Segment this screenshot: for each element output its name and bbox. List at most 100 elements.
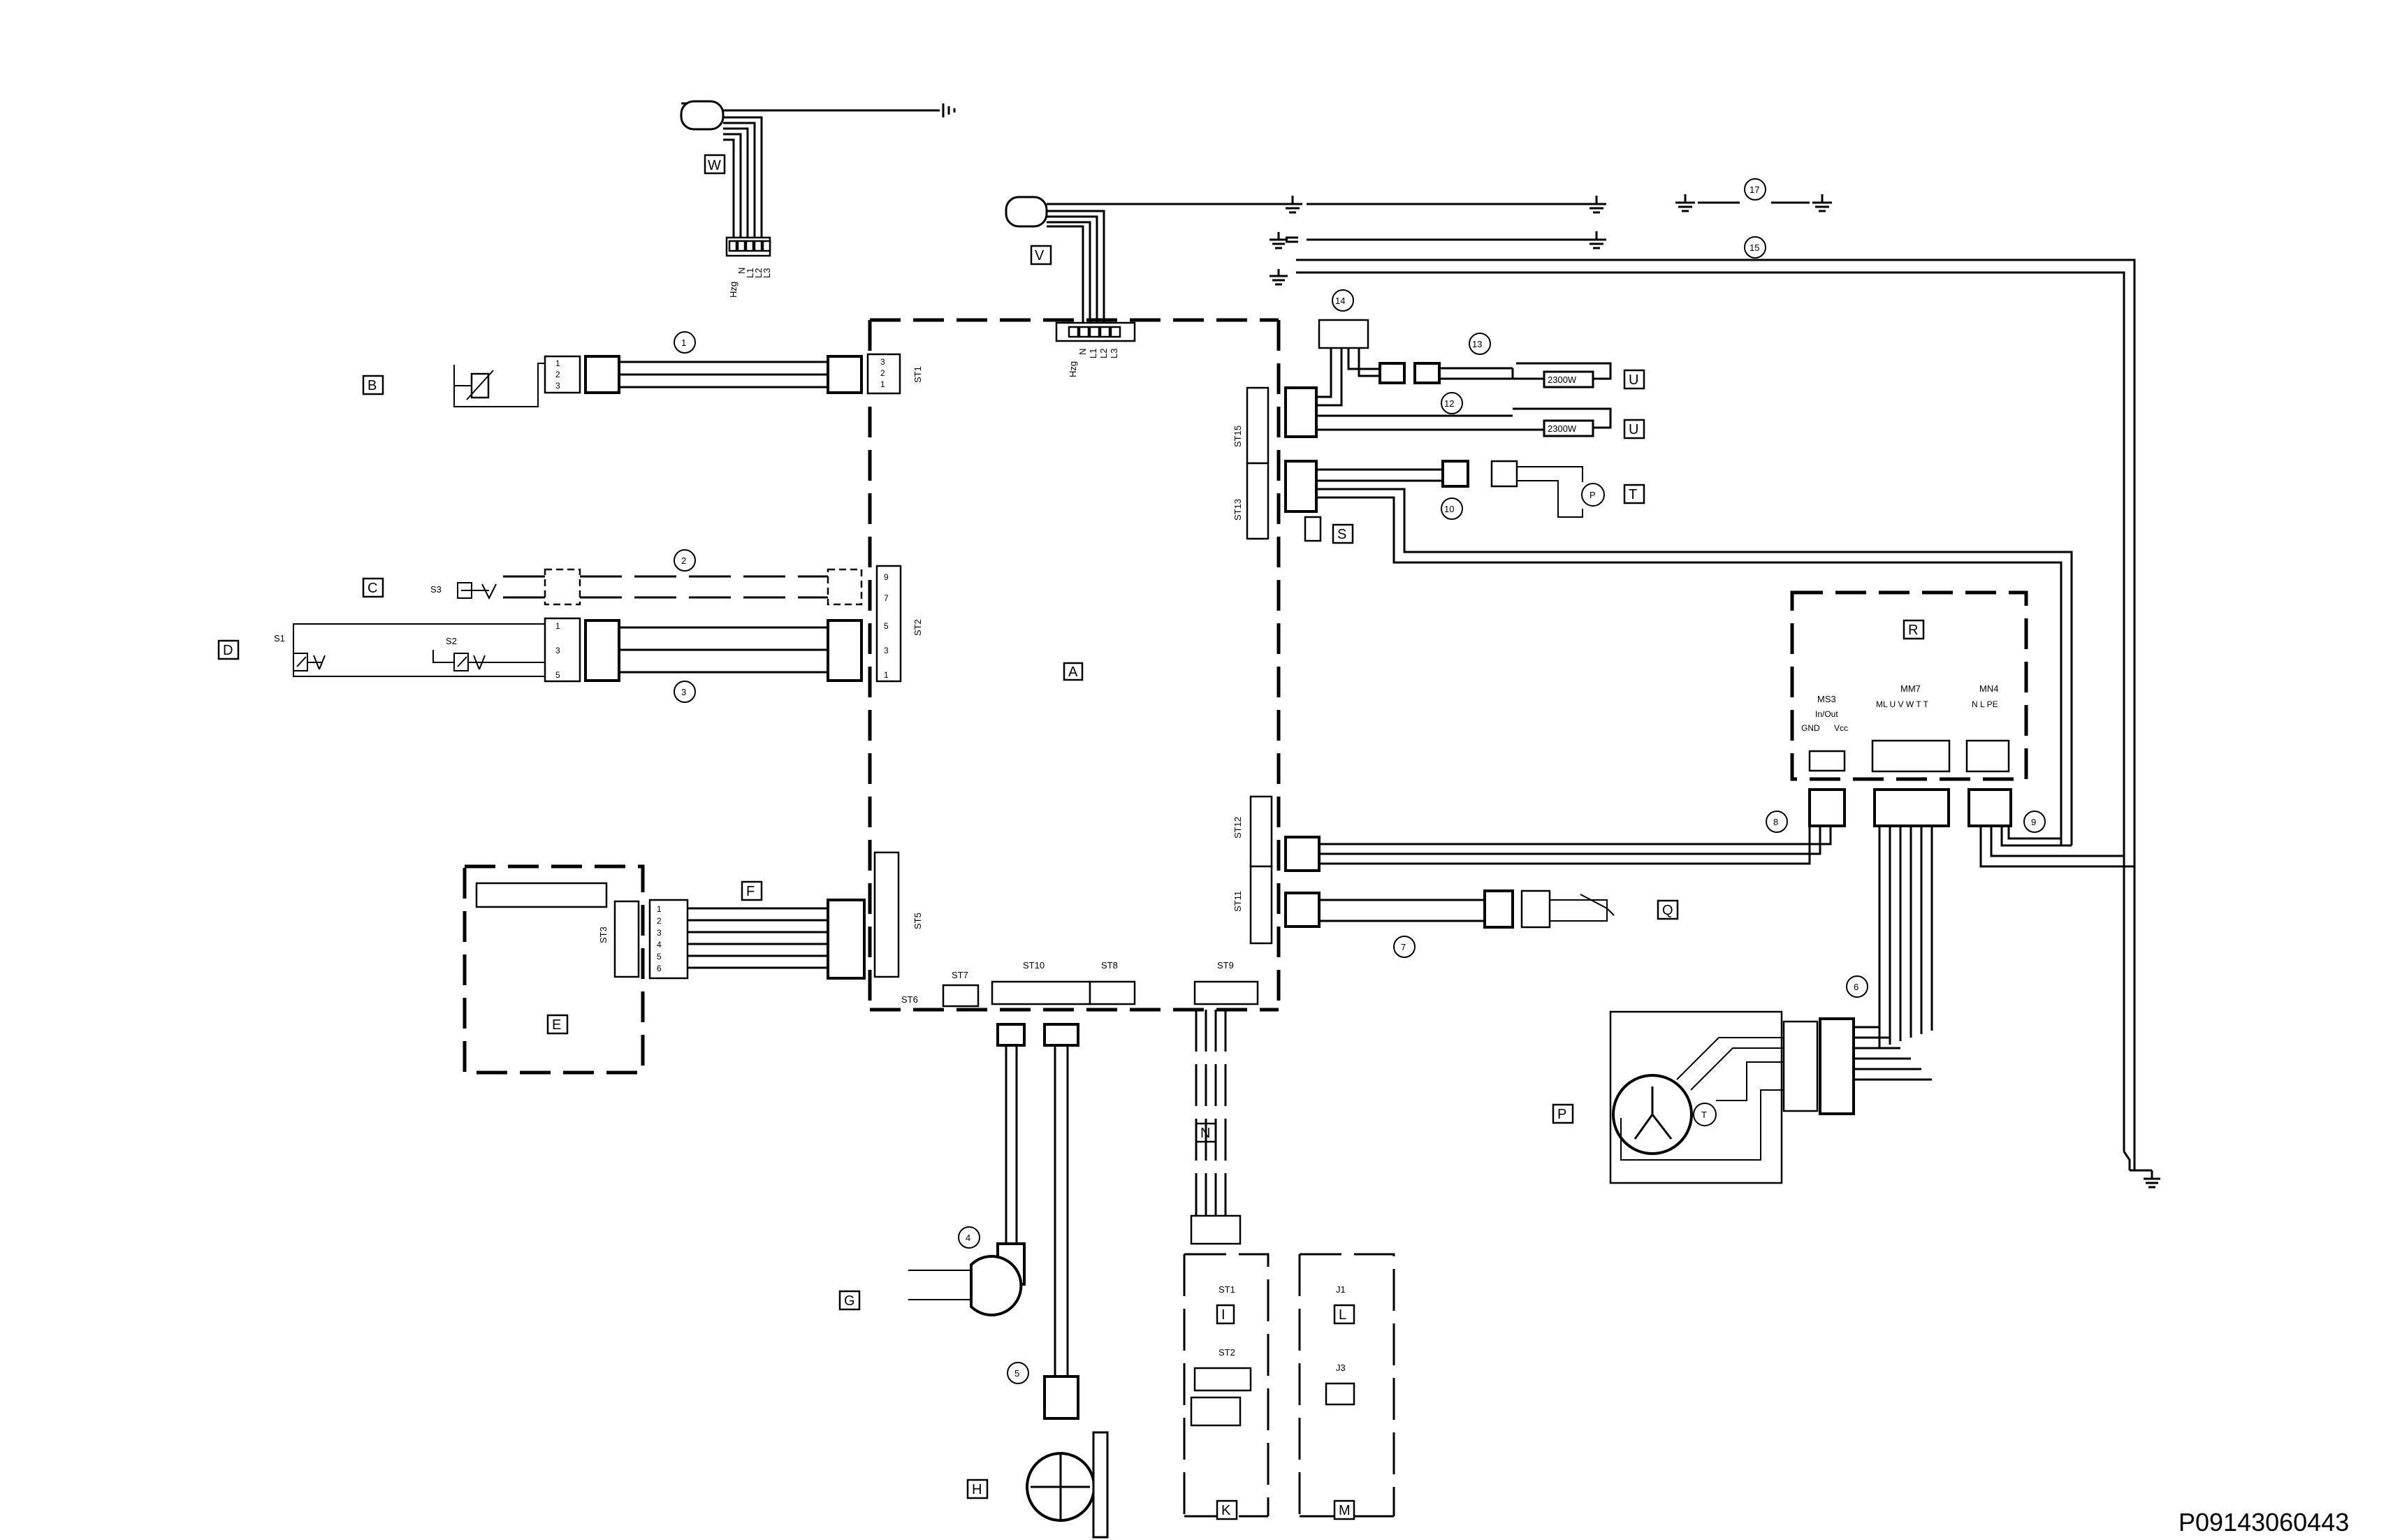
cable-9: 9 xyxy=(2031,817,2036,827)
svg-text:ST9: ST9 xyxy=(1217,960,1234,971)
label-f: F xyxy=(746,884,755,899)
svg-text:5: 5 xyxy=(657,952,662,961)
cable-4: 4 xyxy=(966,1233,970,1243)
boards-i-k-l-m: N ST1 I ST2 K J1 L J3 M xyxy=(1183,1010,1395,1520)
svg-text:L3: L3 xyxy=(762,268,772,278)
svg-text:6: 6 xyxy=(657,964,662,973)
svg-text:5: 5 xyxy=(555,670,560,680)
label-q: Q xyxy=(1662,903,1673,918)
svg-text:GND: GND xyxy=(1801,723,1820,733)
svg-text:Vcc: Vcc xyxy=(1834,723,1848,733)
label-d: D xyxy=(223,643,233,658)
label-w: W xyxy=(708,158,721,173)
svg-text:ST7: ST7 xyxy=(952,970,968,980)
label-u-1: U xyxy=(1629,372,1638,388)
svg-text:Hzg: Hzg xyxy=(1068,361,1078,377)
svg-text:ST13: ST13 xyxy=(1232,499,1243,521)
cable-7: 7 xyxy=(1401,942,1406,952)
label-u-2: U xyxy=(1629,422,1638,437)
label-a: A xyxy=(1068,664,1078,680)
cable-13: 13 xyxy=(1472,339,1482,349)
label-c: C xyxy=(368,581,377,596)
terminal-labels-w: Hzg N L1 L2 L3 xyxy=(728,268,772,298)
label-l: L xyxy=(1339,1307,1346,1323)
motor-controller-r: R MS3 In/Out GND Vcc MM7 ML U V W T T MN… xyxy=(1766,590,2134,868)
drawing-code: P09143060443 xyxy=(2178,1508,2349,1537)
svg-text:ST15: ST15 xyxy=(1232,426,1243,447)
label-box-a xyxy=(1063,662,1084,681)
svg-text:L1: L1 xyxy=(1088,349,1098,358)
svg-text:2: 2 xyxy=(555,370,560,379)
svg-text:P: P xyxy=(1590,490,1596,500)
svg-text:L2: L2 xyxy=(753,268,764,278)
svg-text:J1: J1 xyxy=(1336,1284,1346,1295)
label-s: S xyxy=(1337,527,1346,542)
label-m: M xyxy=(1339,1503,1351,1518)
svg-text:1: 1 xyxy=(555,358,560,368)
svg-text:S1: S1 xyxy=(274,633,285,644)
svg-text:5: 5 xyxy=(884,621,889,631)
svg-text:S3: S3 xyxy=(430,584,442,595)
svg-text:7: 7 xyxy=(884,593,889,603)
cable-1: 1 xyxy=(681,337,686,348)
label-e: E xyxy=(552,1017,561,1033)
label-h: H xyxy=(972,1482,982,1497)
svg-text:4: 4 xyxy=(657,940,662,950)
cable-3: 3 xyxy=(681,687,686,697)
svg-text:9: 9 xyxy=(884,572,889,582)
svg-text:J3: J3 xyxy=(1336,1363,1346,1373)
label-k: K xyxy=(1221,1503,1231,1518)
svg-text:3: 3 xyxy=(555,381,560,391)
svg-text:MS3: MS3 xyxy=(1817,694,1836,704)
label-i: I xyxy=(1221,1307,1225,1323)
cable-15: 15 xyxy=(1750,242,1759,253)
svg-text:L1: L1 xyxy=(745,268,755,278)
svg-text:2300W: 2300W xyxy=(1548,375,1577,385)
cable-2: 2 xyxy=(681,555,686,566)
svg-text:L2: L2 xyxy=(1098,349,1109,358)
svg-text:MM7: MM7 xyxy=(1900,683,1921,694)
label-g: G xyxy=(844,1293,855,1309)
bottom-connectors: ST6 ST7 ST10 ST8 ST9 xyxy=(901,960,1259,1008)
cable-14: 14 xyxy=(1335,296,1345,306)
label-r: R xyxy=(1908,623,1918,638)
svg-text:N L PE: N L PE xyxy=(1972,699,1998,709)
earth-lines: 17 15 xyxy=(1270,178,2160,1189)
svg-text:N: N xyxy=(736,268,747,274)
svg-text:ST12: ST12 xyxy=(1232,817,1243,838)
svg-text:2: 2 xyxy=(880,368,885,378)
svg-text:ST1: ST1 xyxy=(1219,1284,1235,1295)
svg-text:1: 1 xyxy=(657,904,662,914)
svg-text:T: T xyxy=(1701,1110,1707,1120)
svg-text:Hzg: Hzg xyxy=(728,282,739,298)
svg-text:ST6: ST6 xyxy=(901,994,918,1005)
svg-text:S2: S2 xyxy=(446,636,457,646)
label-v: V xyxy=(1035,248,1045,263)
label-b: B xyxy=(368,378,377,393)
svg-text:3: 3 xyxy=(884,646,889,655)
label-p: P xyxy=(1557,1107,1566,1122)
label-t: T xyxy=(1629,487,1637,502)
cable-17: 17 xyxy=(1750,184,1759,195)
svg-text:ST2: ST2 xyxy=(1219,1347,1235,1358)
svg-text:ST10: ST10 xyxy=(1023,960,1045,971)
svg-text:L3: L3 xyxy=(1109,349,1119,358)
cable-6: 6 xyxy=(1854,982,1858,992)
svg-text:2300W: 2300W xyxy=(1548,423,1577,434)
svg-text:MN4: MN4 xyxy=(1979,683,1998,694)
svg-text:ST1: ST1 xyxy=(912,366,923,383)
cable-8: 8 xyxy=(1773,817,1778,827)
svg-text:ST2: ST2 xyxy=(912,619,923,636)
cable-5: 5 xyxy=(1014,1368,1019,1379)
right-top-section: ST15 ST13 14 2300W 13 U 2300W 12 U xyxy=(1232,289,2073,845)
svg-text:2: 2 xyxy=(657,916,662,926)
svg-text:1: 1 xyxy=(880,379,885,389)
svg-text:1: 1 xyxy=(884,670,889,680)
svg-text:ST5: ST5 xyxy=(912,913,923,929)
motor-p: 6 T P xyxy=(1552,826,1933,1184)
svg-text:In/Out: In/Out xyxy=(1815,709,1838,719)
svg-text:ST8: ST8 xyxy=(1101,960,1118,971)
svg-text:ST3: ST3 xyxy=(598,927,609,943)
